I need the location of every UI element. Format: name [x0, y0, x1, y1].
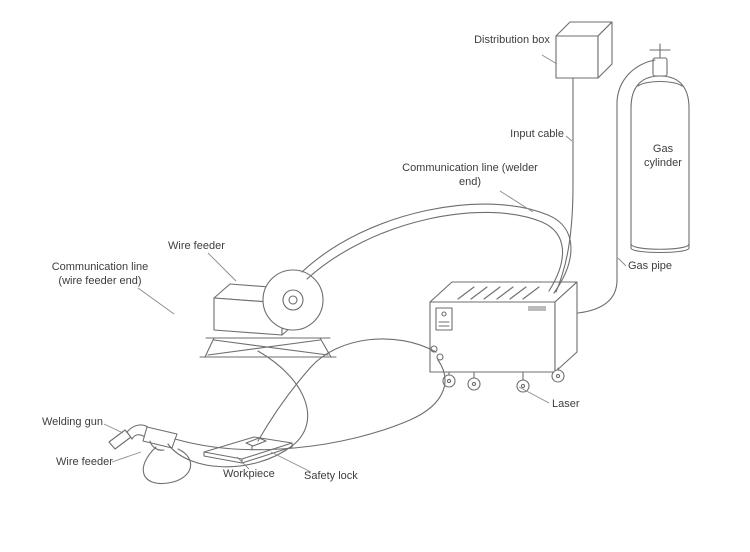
label-gas-pipe: Gas pipe	[628, 260, 673, 272]
gun-to-laser-cable	[174, 359, 446, 451]
laser-drawing	[429, 281, 578, 393]
gas-cylinder-drawing	[630, 43, 690, 253]
label-welding-gun: Welding gun	[42, 416, 103, 428]
distribution-box-drawing	[555, 21, 613, 79]
label-wire-feeder-top: Wire feeder	[168, 240, 225, 252]
label-communication-line-wire-feeder-end: Communication line (wire feeder end)	[51, 261, 149, 287]
gun-to-feeder-cable	[167, 350, 309, 468]
laser-logo	[528, 306, 546, 311]
communication-line-welder	[301, 203, 572, 294]
input-cable-line	[555, 77, 574, 293]
label-workpiece: Workpiece	[223, 468, 275, 480]
gas-pipe-line	[577, 59, 656, 314]
label-safety-lock: Safety lock	[304, 470, 358, 482]
welding-gun-drawing	[108, 424, 178, 451]
cables	[167, 59, 656, 468]
wire-feeder-drawing	[199, 269, 337, 358]
label-input-cable: Input cable	[510, 128, 564, 140]
laser-top-vents	[457, 286, 540, 300]
workpiece-drawing	[203, 436, 293, 464]
laser-control-panel	[435, 307, 453, 331]
label-distribution-box: Distribution box	[474, 34, 550, 46]
wire-feed-loop	[142, 446, 192, 485]
label-laser: Laser	[552, 398, 580, 410]
communication-line-welder-2	[306, 211, 563, 292]
laser-connector	[436, 353, 444, 361]
label-wire-feeder-bottom: Wire feeder	[56, 456, 113, 468]
leader-lines	[103, 54, 627, 473]
laser-caster-wheels	[442, 367, 565, 393]
label-gas-cylinder: Gas cylinder	[644, 143, 682, 169]
label-communication-line-welder-end: Communication line (welder end)	[402, 162, 538, 188]
safety-lock-cable	[257, 338, 437, 442]
